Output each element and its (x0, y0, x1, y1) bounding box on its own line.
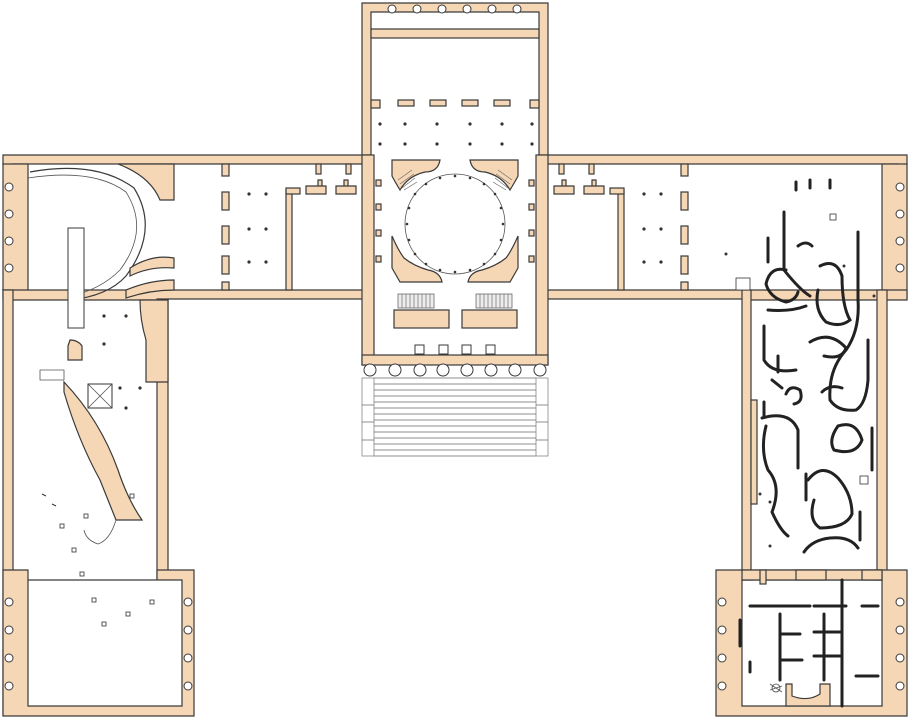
perimeter-columns (4, 4, 905, 691)
east-wing-inner-wall (741, 289, 752, 581)
west-gallery-rooms (221, 163, 357, 291)
rotunda-sw (391, 235, 443, 283)
spiral-stair-icon (397, 169, 513, 191)
north-hall (370, 99, 540, 146)
north-tower-inner-band (370, 28, 540, 39)
central-east-pier (535, 154, 549, 366)
east-south-rooms (738, 569, 883, 708)
east-wing-south-block (715, 569, 908, 717)
rotunda-ne (469, 159, 519, 192)
rotunda-nw (391, 159, 441, 192)
central-stairs (393, 293, 518, 329)
south-wall-east (538, 289, 908, 301)
east-free-partitions (724, 178, 876, 554)
front-steps (361, 377, 549, 457)
north-tower-wall (361, 2, 549, 158)
rotunda (375, 159, 535, 355)
central-west-pier (361, 154, 375, 366)
rotunda-se (467, 235, 519, 283)
central-south-wall (361, 354, 549, 366)
east-wing-outer-wall (876, 289, 888, 581)
west-wing-south-block (2, 569, 195, 717)
south-wall-west (1, 289, 372, 301)
east-gallery-rooms (553, 163, 689, 291)
west-curved-hall (27, 163, 175, 627)
